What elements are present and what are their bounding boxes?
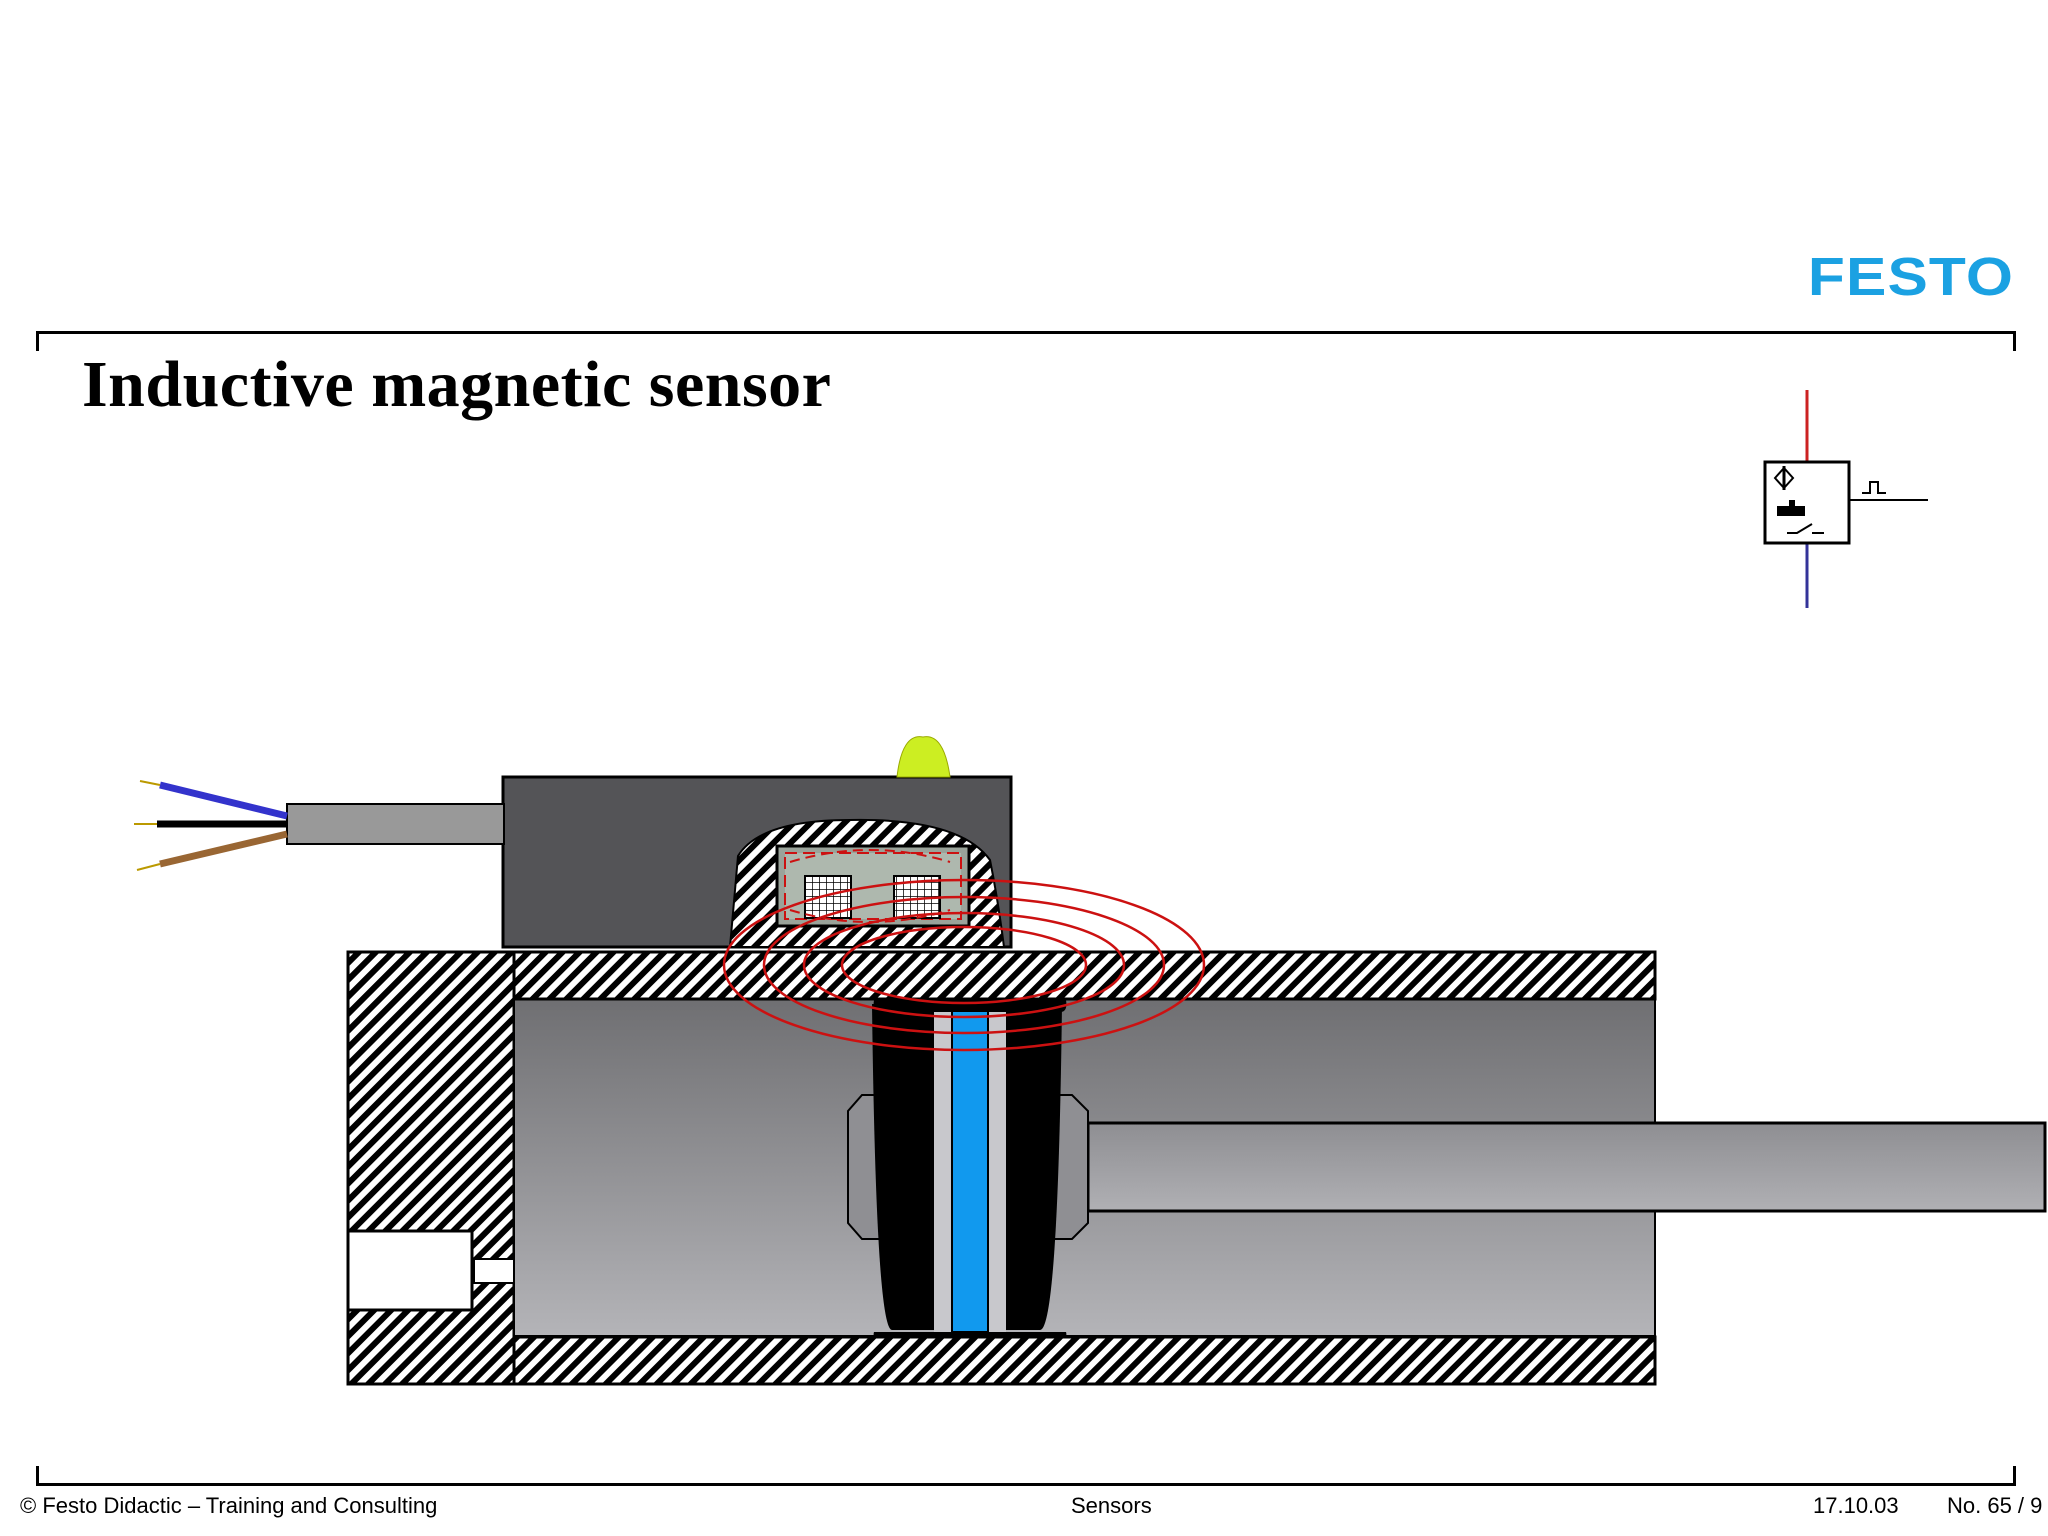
footer-section: Sensors: [1071, 1493, 1152, 1518]
magnetic-field-lines: [722, 878, 1206, 1052]
end-cap: [346, 950, 516, 1386]
magnet-icon: [951, 1003, 989, 1333]
led-indicator-icon: [896, 736, 951, 778]
footer-page-number: No. 65 / 9: [1947, 1493, 2043, 1518]
piston-rod: [1086, 1121, 2047, 1213]
cable-icon: [286, 803, 505, 845]
header-rule: [36, 331, 2016, 351]
port: [346, 1229, 474, 1312]
cable-wires: [134, 780, 288, 871]
page-title: Inductive magnetic sensor: [82, 348, 832, 421]
footer-rule: [36, 1466, 2016, 1486]
footer-copyright: © Festo Didactic – Training and Consulti…: [20, 1493, 438, 1518]
barrel-bottom-wall: [512, 1335, 1657, 1386]
inductive-sensor-symbol-icon: [1763, 390, 1928, 608]
festo-logo: FESTO: [1807, 247, 2014, 307]
footer-date: 17.10.03: [1813, 1493, 1899, 1518]
